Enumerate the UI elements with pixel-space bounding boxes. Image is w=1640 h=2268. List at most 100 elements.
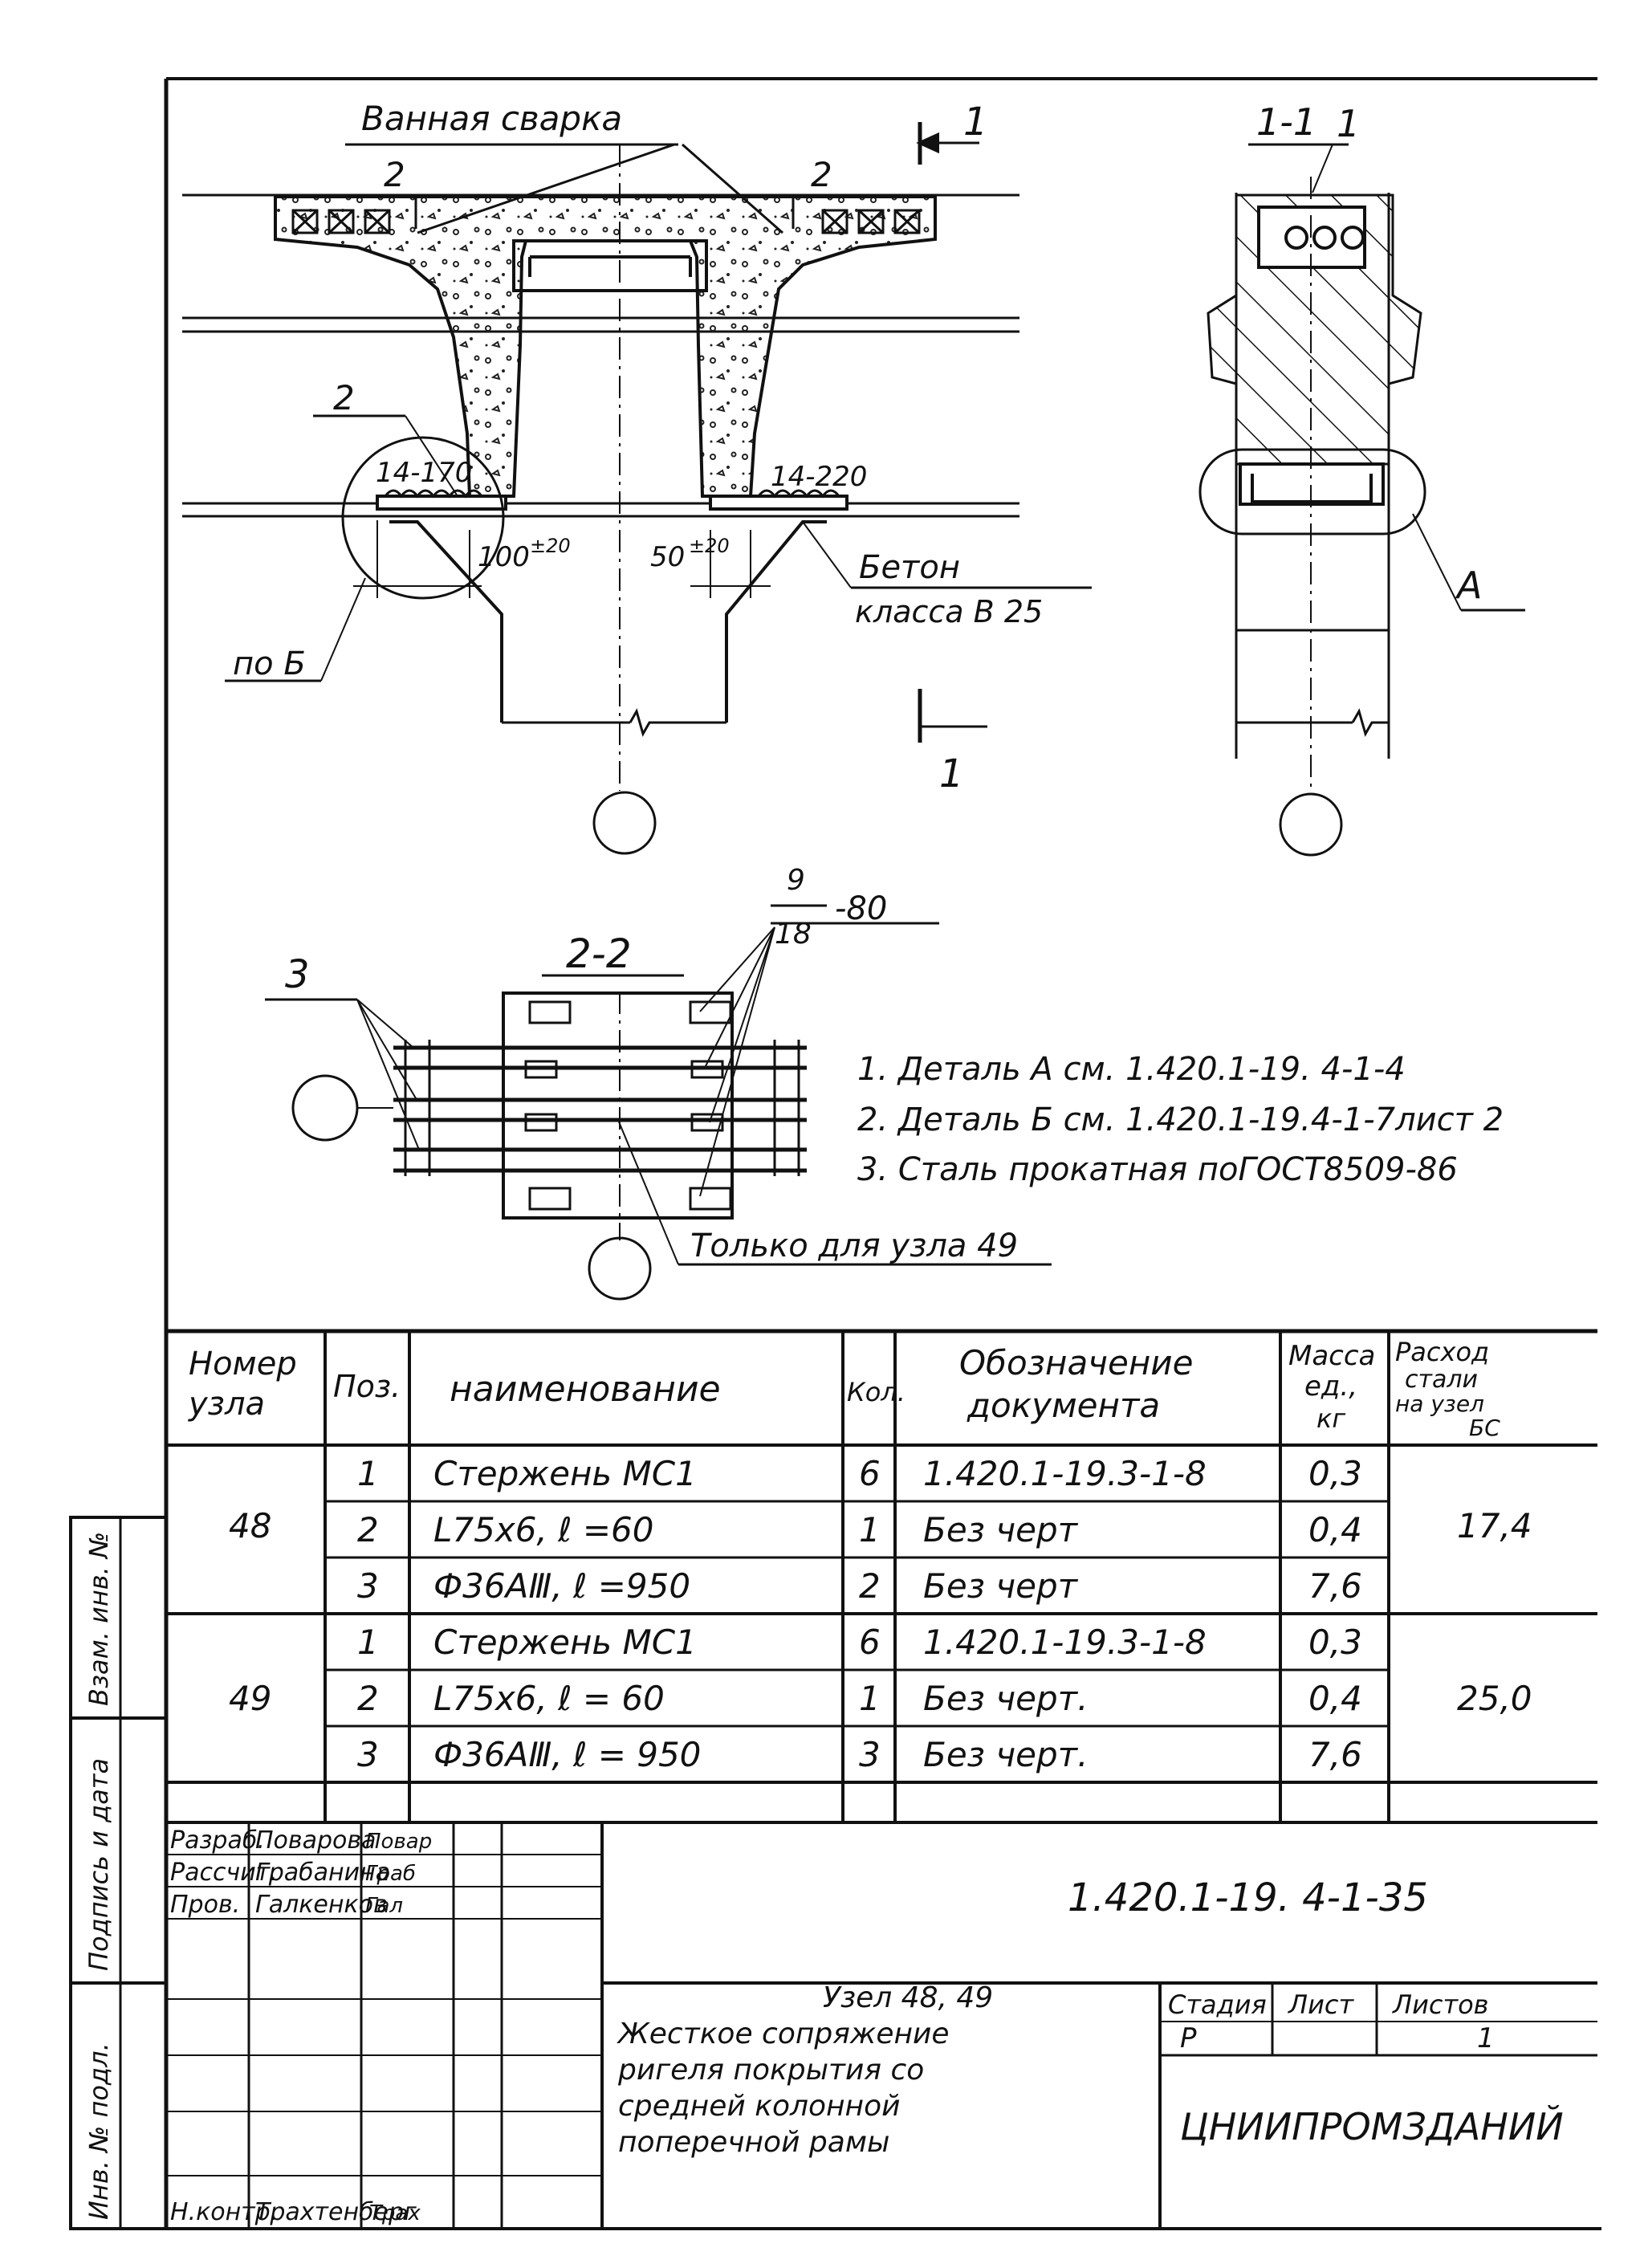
sign-1: Граб <box>365 1862 416 1886</box>
row-49-1-qty: 6 <box>859 1623 881 1662</box>
only-node-label: Только для узла 49 <box>690 1228 1018 1264</box>
steel-48: 17,4 <box>1457 1506 1532 1545</box>
weld-right: 14-220 <box>771 461 867 493</box>
row-49-1-doc: 1.420.1-19.3-1-8 <box>923 1623 1207 1662</box>
sign-2: Гал <box>365 1894 403 1918</box>
row-48-1-doc: 1.420.1-19.3-1-8 <box>923 1454 1207 1493</box>
title-line-3: ригеля покрытия со <box>617 2054 924 2087</box>
hdr-node-1: Номер <box>189 1346 297 1382</box>
name-0: Поварова <box>255 1826 376 1855</box>
title-line-2: Жесткое сопряжение <box>617 2018 950 2050</box>
sign-6: Трах <box>369 2201 421 2225</box>
mark-2-left: 2 <box>384 155 405 194</box>
section-1-1-pos: 1 <box>1337 102 1360 145</box>
row-49-1-name: Стержень МС1 <box>433 1623 697 1662</box>
title-line-4: средней колонной <box>618 2090 901 2123</box>
dim-right-tol: ±20 <box>689 535 730 557</box>
hdr-pos: Поз. <box>333 1369 401 1404</box>
hdr-node-2: узла <box>188 1386 265 1423</box>
row-48-1-name: Стержень МС1 <box>433 1454 697 1493</box>
hdr-steel-3: на узел <box>1395 1391 1484 1417</box>
row-49-1-pos: 1 <box>357 1623 379 1662</box>
title-line-1: Узел 48, 49 <box>823 1981 993 2014</box>
spec-table-header: Номер узла Поз. наименование Кол. Обозна… <box>188 1337 1500 1441</box>
row-48-3-qty: 2 <box>859 1566 881 1606</box>
detail-b-circle <box>341 436 505 600</box>
hdr-steel-1: Расход <box>1395 1337 1489 1367</box>
concrete-label-1: Бетон <box>859 549 960 586</box>
row-48-3-pos: 3 <box>357 1566 379 1606</box>
section-2-2-view <box>265 922 1052 1301</box>
note-2: 2. Деталь Б см. 1.420.1-19.4-1-7лист 2 <box>857 1101 1504 1138</box>
sheets-value: 1 <box>1477 2022 1495 2054</box>
row-48-3-doc: Без черт <box>923 1566 1079 1606</box>
section-1-1-view <box>1198 143 1525 857</box>
sheet-label: Лист <box>1288 1989 1354 2020</box>
fraction-den: 18 <box>775 918 812 951</box>
role-6: Н.контр. <box>170 2198 278 2226</box>
weld-left: 14-170 <box>376 457 472 489</box>
dim-left-tol: ±20 <box>530 535 571 557</box>
hdr-steel-4: БС <box>1469 1415 1500 1441</box>
fraction-suffix: -80 <box>835 890 887 927</box>
detail-a-outline <box>1198 448 1426 535</box>
rebar-crosses <box>291 209 921 234</box>
detail-a-label: А <box>1455 564 1482 607</box>
hdr-doc-2: документа <box>967 1386 1160 1425</box>
role-2: Пров. <box>170 1891 240 1919</box>
side-stamp-cell-3: Инв. № подл. <box>83 2042 114 2220</box>
label-bath-welding: Ванная сварка <box>361 99 622 138</box>
name-2: Галкенков <box>255 1891 388 1919</box>
side-stamp-cell-1: Взам. инв. № <box>83 1532 114 1706</box>
name-6: Трахтенберг <box>255 2198 417 2226</box>
organization: ЦНИИПРОМЗДАНИЙ <box>1180 2105 1564 2148</box>
axis-bubble-main <box>592 791 657 855</box>
hdr-steel-2: стали <box>1405 1366 1478 1394</box>
hdr-mass-3: кг <box>1316 1403 1345 1434</box>
role-1: Рассчит. <box>170 1859 278 1887</box>
stage-label: Стадия <box>1168 1989 1267 2020</box>
role-0: Разраб. <box>170 1826 265 1855</box>
row-49-1-mass: 0,3 <box>1308 1623 1362 1662</box>
fraction-num: 9 <box>787 864 805 897</box>
main-elevation-view <box>182 122 1092 855</box>
row-48-1-qty: 6 <box>859 1454 881 1493</box>
row-49-2-qty: 1 <box>859 1679 881 1718</box>
node-48: 48 <box>229 1506 271 1545</box>
detail-b-label: по Б <box>233 645 306 682</box>
sign-0: Повар <box>365 1830 432 1854</box>
title-block-grid <box>166 1822 1597 2229</box>
row-48-3-name: Ф36АⅢ, ℓ =950 <box>433 1566 690 1606</box>
row-48-2-mass: 0,4 <box>1308 1510 1362 1549</box>
row-48-2-name: L75х6, ℓ =60 <box>433 1510 653 1549</box>
side-stamp <box>69 1516 168 2230</box>
row-48-1-pos: 1 <box>357 1454 379 1493</box>
row-49-3-name: Ф36АⅢ, ℓ = 950 <box>433 1735 701 1774</box>
axis-bubble-2-2-bottom <box>588 1236 652 1301</box>
pos-3-marker: 3 <box>285 952 310 997</box>
base-plates <box>376 489 848 511</box>
row-49-2-mass: 0,4 <box>1308 1679 1362 1718</box>
row-49-2-pos: 2 <box>357 1679 379 1718</box>
section-2-2-title: 2-2 <box>566 930 632 977</box>
row-48-2-qty: 1 <box>859 1510 881 1549</box>
row-48-1-mass: 0,3 <box>1308 1454 1362 1493</box>
axis-bubble-section <box>1279 792 1343 857</box>
row-49-3-qty: 3 <box>859 1735 881 1774</box>
spec-table-grid <box>166 1329 1597 1824</box>
name-1: Грабанина <box>255 1859 390 1887</box>
sheets-label: Листов <box>1392 1989 1489 2020</box>
note-1: 1. Деталь А см. 1.420.1-19. 4-1-4 <box>857 1051 1406 1088</box>
dim-left: 100 <box>478 541 530 573</box>
hdr-mass-2: ед., <box>1304 1370 1357 1403</box>
row-49-3-mass: 7,6 <box>1308 1735 1362 1774</box>
note-3: 3. Сталь прокатная поГОСТ8509-86 <box>857 1151 1458 1188</box>
concrete-label-2: класса В 25 <box>855 594 1043 629</box>
section-1-1-title: 1-1 <box>1256 100 1316 144</box>
hdr-mass-1: Масса <box>1288 1340 1375 1372</box>
row-48-2-pos: 2 <box>357 1510 379 1549</box>
row-48-3-mass: 7,6 <box>1308 1566 1362 1606</box>
section-mark-bottom: 1 <box>939 751 964 796</box>
doc-code: 1.420.1-19. 4-1-35 <box>1068 1875 1428 1920</box>
row-49-3-doc: Без черт. <box>923 1735 1088 1774</box>
